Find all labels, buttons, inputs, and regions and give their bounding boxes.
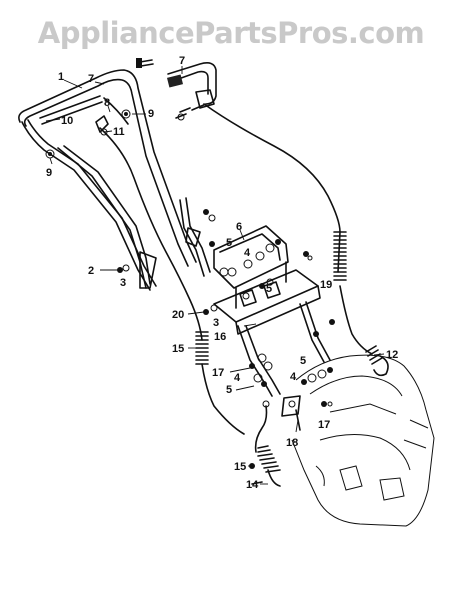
lever-16 [237,301,335,397]
lower-cable [254,400,281,487]
center-cable [95,115,203,341]
upper-bracket-assembly [203,209,313,309]
callout-3-center: 3 [213,317,219,329]
callout-20: 20 [172,309,184,321]
spring-15-middle [195,331,245,435]
callout-5-right: 5 [300,355,306,367]
callouts: 1 7 7 8 9 10 11 9 6 4 5 5 2 3 19 20 3 16… [46,55,398,491]
callout-10: 10 [61,115,73,127]
callout-5-left: 5 [226,384,232,396]
spring-12 [365,345,389,377]
center-rod [179,197,211,277]
callout-14: 14 [246,479,259,491]
callout-3-left: 3 [120,277,126,289]
callout-15-middle: 15 [172,343,184,355]
leader-lines [45,66,385,485]
watermark-text: AppliancePartsPros.com [37,16,425,50]
callout-4-upper: 4 [244,247,251,259]
callout-11: 11 [113,126,125,138]
top-pin [136,58,154,68]
frame-body [291,354,435,527]
callout-6: 6 [236,221,242,233]
callout-18: 18 [286,437,298,449]
right-handle-bracket [166,62,217,121]
callout-7-left: 7 [88,73,94,85]
callout-4-left: 4 [234,372,241,384]
callout-17-right: 17 [318,419,330,431]
callout-9-lower: 9 [46,167,52,179]
callout-16: 16 [214,331,226,343]
callout-17-left: 17 [212,367,224,379]
callout-2: 2 [88,265,94,277]
plate-19 [213,269,321,335]
callout-5-upper-left: 5 [226,237,232,249]
callout-7-right: 7 [179,55,185,67]
callout-4-right: 4 [290,371,297,383]
callout-19: 19 [320,279,332,291]
callout-9-upper: 9 [148,108,154,120]
callout-1: 1 [58,71,64,83]
spring-right-upper [333,231,347,281]
left-control-rod [57,145,157,289]
fastener-cluster-left [249,363,267,387]
callout-5-upper-mid: 5 [266,283,272,295]
callout-15-lower: 15 [234,461,246,473]
callout-12: 12 [386,349,398,361]
callout-8: 8 [104,97,110,109]
